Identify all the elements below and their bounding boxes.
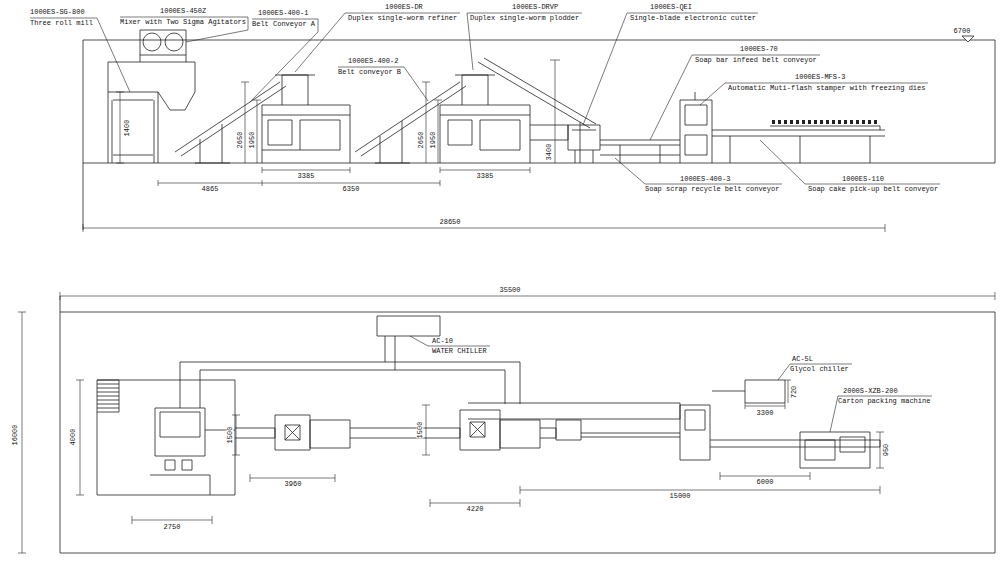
callout-text: 1000ES-MFS-3 [795,74,845,81]
callout-text: 1000ES-DR [385,4,423,11]
dimension-text: 4220 [467,506,484,513]
callout-text: 1000ES-SG-800 [30,9,85,16]
mixer-drum [165,33,183,51]
dimension-text: 4000 [70,429,77,446]
dimension-text: 6700 [954,28,971,35]
plan-frame [60,296,995,553]
dimension-text: 950 [883,444,890,457]
dimension-text: 28650 [439,219,460,226]
pickup-conveyor [712,126,885,163]
callout-text: Single-blade electronic cutter [630,15,756,22]
belt-conveyor-b [355,82,466,163]
callout-text: Duplex single-worm plodder [470,15,579,22]
cutter [568,125,600,163]
callout-text: AC-5L [792,356,813,363]
callout-text: Three roll mill [30,20,93,27]
plodder [440,75,568,163]
callout-text: Belt conveyor B [338,69,401,76]
recycle-conveyor [478,58,596,163]
callout-text: 1000ES-DRVP [512,4,558,11]
mixer-drum [143,33,161,51]
chiller-pipes [180,336,745,408]
callout-text: Mixer with Two Sigma Agitators [120,19,246,26]
three-roll-mill [108,62,195,163]
dimension-text: 1950 [430,132,437,149]
building [97,380,235,495]
plan-line [205,403,880,460]
dimension-text: 4865 [202,186,219,193]
dimension-text: 16000 [12,424,19,445]
callout-text: Belt Conveyor A [252,21,315,28]
dimension-text: 2650 [237,132,244,149]
dimension-lines [18,292,995,553]
dimension-text: 3300 [757,410,774,417]
dimension-text: 35500 [499,287,520,294]
dimension-text: 2750 [164,524,181,531]
glycol-chiller [745,380,785,403]
callout-text: WATER CHILLER [432,348,487,355]
callout-text: 1000ES-400-2 [348,58,398,65]
leader-lines [30,13,940,184]
callout-text: Soap scrap recycle belt conveyor [645,186,779,193]
water-chiller [377,316,440,336]
dimension-text: 3400 [546,144,553,161]
stamper [680,92,712,163]
dimension-text: 1500 [227,427,234,444]
callout-text: 2000S-XZB-200 [843,388,898,395]
callout-text: Duplex single-worm refiner [348,15,457,22]
dimension-text: 720 [791,386,798,399]
callout-text: 1000ES-400-3 [680,176,730,183]
callout-text: Soap cake pick-up belt conveyor [808,186,938,193]
callout-text: Carton packing machine [838,398,930,405]
callout-text: 1000ES-70 [740,46,778,53]
dimension-text: 1950 [249,132,256,149]
callout-text: 1000ES-400-1 [258,10,308,17]
callout-text: 1000ES-110 [842,176,884,183]
level-mark [962,36,974,42]
sigma-mixer [140,30,186,62]
drawing-group [18,13,995,553]
callout-text: Automatic Muti-flash stamper with freezi… [728,85,925,92]
callout-text: AC-10 [432,338,453,345]
elevation-frame [83,40,995,230]
dimension-text: 2650 [418,132,425,149]
carton-packer [800,432,870,468]
dimension-text: 3385 [298,173,315,180]
dimension-text: 3960 [285,481,302,488]
dimension-text: 1400 [124,120,131,137]
callout-text: Soap bar infeed belt conveyor [695,57,817,64]
callout-text: Glycol chiller [790,366,849,373]
dimension-text: 3385 [477,173,494,180]
infeed-belt [600,140,680,163]
dimension-text: 1500 [417,422,424,439]
soap-cakes [772,120,880,124]
belt-conveyor-a [175,82,286,163]
callout-text: 1000ES-450Z [160,8,206,15]
dimension-text: 15000 [669,493,690,500]
leader-lines [410,336,932,432]
dimension-text: 6000 [757,479,774,486]
callout-text: 1000ES-QEI [650,4,692,11]
dimension-text: 6350 [343,186,360,193]
refiner [262,75,350,163]
